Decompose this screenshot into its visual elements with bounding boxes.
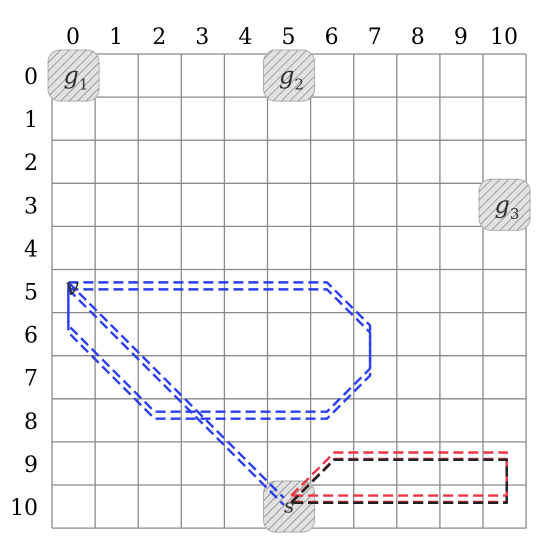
- column-tick-label: 4: [238, 25, 252, 50]
- row-tick-label: 8: [24, 410, 38, 435]
- goal-cell-3-hatch: [479, 179, 531, 231]
- start-label: s: [284, 494, 294, 518]
- row-tick-label: 4: [24, 237, 38, 262]
- row-tick-label: 2: [24, 151, 38, 176]
- paths: [67, 281, 508, 506]
- goal-cell-2-hatch: [263, 50, 315, 102]
- column-tick-label: 5: [282, 25, 296, 50]
- goal-label-subscript: 2: [294, 76, 304, 94]
- column-tick-label: 8: [411, 25, 425, 50]
- goal-cells: [47, 49, 531, 533]
- row-tick-label: 6: [24, 324, 38, 349]
- column-tick-label: 2: [152, 25, 166, 50]
- red-path-stroke-1: [290, 451, 508, 497]
- goal-label-subscript: 3: [510, 205, 520, 223]
- goal-label-subscript: 1: [79, 76, 89, 94]
- column-tick-label: 1: [109, 25, 123, 50]
- row-tick-labels: 0 1 2 3 4 5 6 7 8 9 10: [10, 65, 38, 521]
- column-tick-label: 9: [454, 25, 468, 50]
- column-tick-label: 0: [66, 25, 80, 50]
- row-tick-label: 10: [10, 496, 38, 521]
- column-tick-label: 7: [368, 25, 382, 50]
- grid-lines: [51, 53, 527, 529]
- blue-diagonal-stroke-2: [67, 288, 285, 506]
- vertex-label: v: [66, 273, 80, 301]
- row-tick-label: 0: [24, 65, 38, 90]
- row-tick-label: 1: [24, 108, 38, 133]
- column-tick-labels: 0 1 2 3 4 5 6 7 8 9 10: [66, 25, 518, 50]
- row-tick-label: 3: [24, 194, 38, 219]
- row-tick-label: 5: [24, 281, 38, 306]
- start-cell-hatch: [263, 481, 315, 533]
- blue-path-stroke-1: [67, 281, 372, 413]
- blue-path-stroke-2: [67, 288, 372, 420]
- column-tick-label: 6: [325, 25, 339, 50]
- black-path-stroke-2: [290, 458, 508, 504]
- column-tick-label: 3: [195, 25, 209, 50]
- blue-diagonal-stroke-1: [67, 281, 285, 499]
- row-tick-label: 7: [24, 367, 38, 392]
- goal-cell-1-hatch: [48, 50, 100, 102]
- row-tick-label: 9: [24, 453, 38, 478]
- column-tick-label: 10: [490, 25, 518, 50]
